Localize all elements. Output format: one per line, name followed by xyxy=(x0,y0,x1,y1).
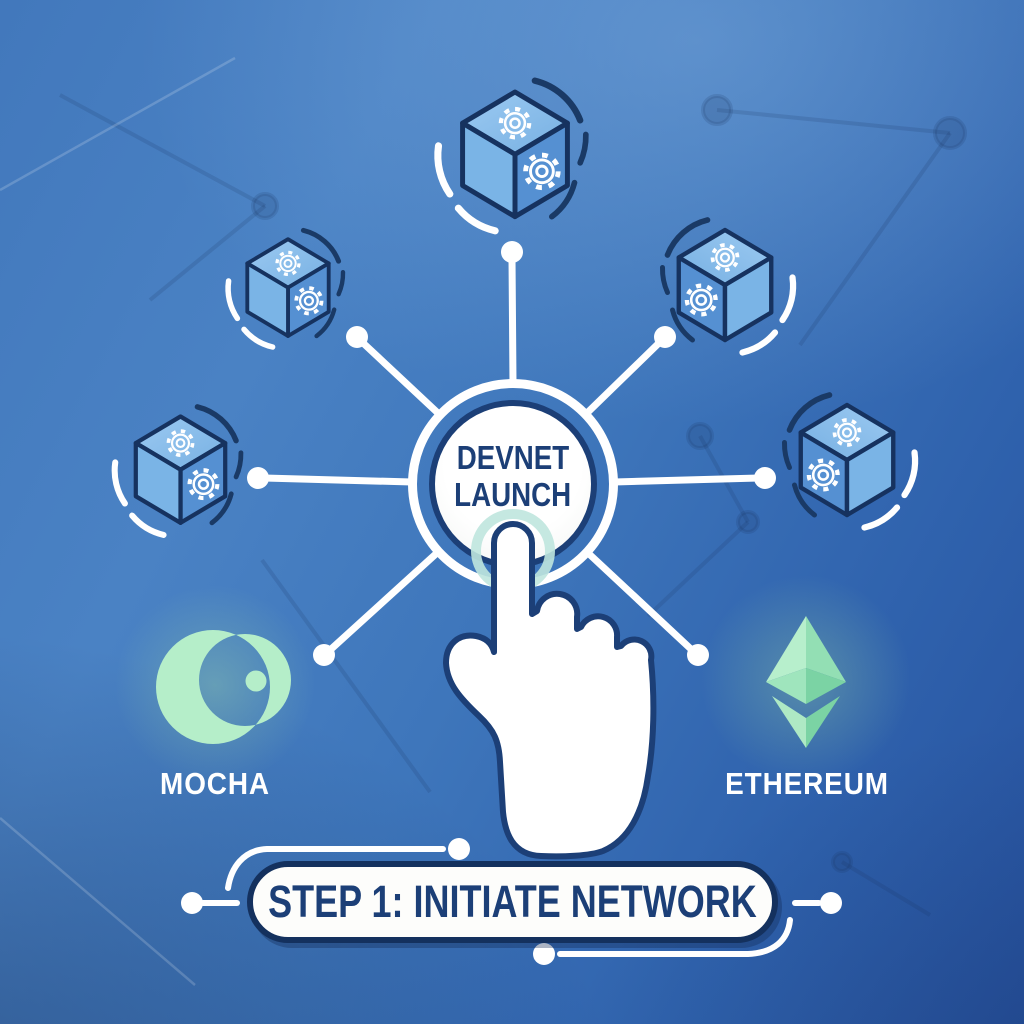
banner-decoration xyxy=(200,846,822,957)
ethereum-label: ETHEREUM xyxy=(725,766,889,801)
launch-button-label-line1: DEVNET xyxy=(456,439,570,477)
background-highlights xyxy=(0,56,236,986)
crescent-moon-icon xyxy=(156,630,291,744)
node-cube-right xyxy=(784,395,915,528)
ethereum-logo xyxy=(701,575,911,785)
node-cube-upper-right xyxy=(662,220,793,353)
background-network xyxy=(59,93,967,917)
launch-button-label-line2: LAUNCH xyxy=(454,476,572,513)
ethereum-diamond-icon xyxy=(766,616,846,748)
node-cube-upper-left xyxy=(228,230,343,347)
node-cube-top xyxy=(438,81,586,231)
mocha-logo xyxy=(115,585,315,785)
node-cube-left xyxy=(115,407,241,535)
mocha-label: MOCHA xyxy=(160,766,270,801)
step-banner-label: STEP 1: INITIATE NETWORK xyxy=(268,876,757,927)
step-banner[interactable]: STEP 1: INITIATE NETWORK xyxy=(247,861,778,943)
devnet-launch-button[interactable]: DEVNET LAUNCH xyxy=(429,400,597,568)
